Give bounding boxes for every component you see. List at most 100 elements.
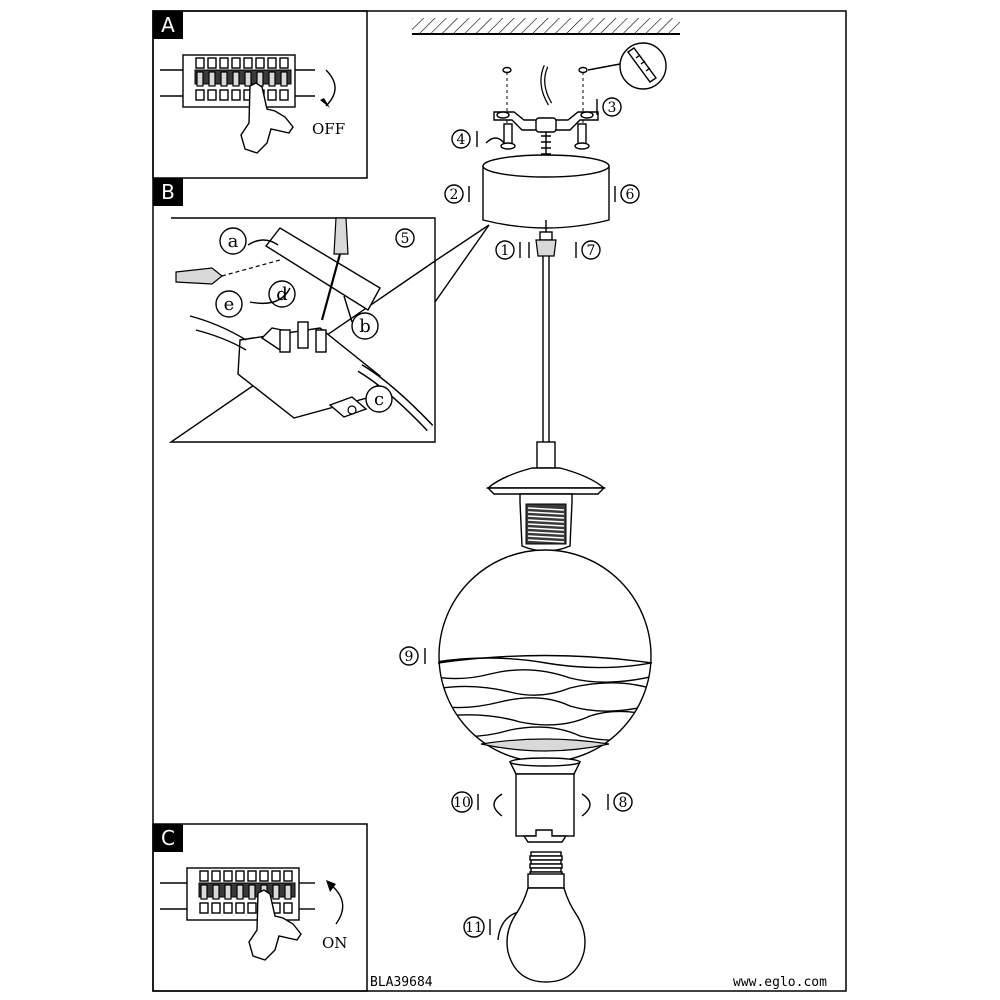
thread-line bbox=[527, 515, 565, 519]
step-3: 3 bbox=[596, 97, 622, 117]
step-markers: 1 2 3 4 6 7 8 bbox=[399, 97, 640, 941]
step-10: 10 bbox=[451, 791, 503, 817]
terminal-cover-icon bbox=[264, 227, 381, 311]
breaker-module bbox=[208, 71, 216, 87]
website-link[interactable]: www.eglo.com bbox=[733, 975, 827, 990]
drill-hole-icon bbox=[578, 66, 588, 74]
breaker-module bbox=[280, 71, 288, 87]
breaker-module bbox=[271, 870, 281, 882]
breaker-module bbox=[223, 902, 233, 914]
breaker-module bbox=[223, 870, 233, 882]
mounting-bracket-icon bbox=[493, 111, 599, 160]
step-6: 6 bbox=[614, 184, 640, 204]
thread-line bbox=[527, 511, 565, 515]
label-b: b bbox=[359, 316, 371, 337]
thread-line bbox=[527, 539, 565, 543]
breaker-module bbox=[272, 884, 280, 900]
thread-line bbox=[527, 535, 565, 539]
breaker-module bbox=[220, 71, 228, 87]
breaker-box-off bbox=[160, 54, 315, 108]
svg-text:10: 10 bbox=[453, 795, 471, 811]
suspension-cable bbox=[542, 256, 550, 442]
step-1: 1 bbox=[495, 240, 530, 260]
fixing-screw-icon bbox=[500, 123, 590, 150]
breaker-module bbox=[200, 884, 208, 900]
svg-text:1: 1 bbox=[501, 243, 510, 259]
page-frame bbox=[152, 10, 847, 992]
svg-text:11: 11 bbox=[465, 920, 483, 936]
svg-text:8: 8 bbox=[619, 795, 628, 811]
breaker-module bbox=[207, 57, 217, 69]
panel-c-caption: ON bbox=[322, 934, 347, 952]
panel-c-tag: C bbox=[161, 826, 175, 850]
breaker-module bbox=[248, 884, 256, 900]
breaker-module bbox=[268, 71, 276, 87]
svg-text:6: 6 bbox=[626, 187, 635, 203]
terminal-block-icon bbox=[237, 321, 381, 419]
step-4: 4 bbox=[451, 129, 505, 149]
thread-line bbox=[527, 527, 565, 531]
step-8: 8 bbox=[581, 792, 633, 817]
panel-a-tag: A bbox=[161, 13, 175, 37]
hand-icon bbox=[248, 889, 302, 961]
label-a: a bbox=[228, 231, 239, 252]
label-step-5: 5 bbox=[401, 231, 410, 247]
breaker-module bbox=[224, 884, 232, 900]
step-9: 9 bbox=[399, 646, 426, 666]
thread-line bbox=[527, 519, 565, 523]
breaker-module bbox=[235, 902, 245, 914]
breaker-module bbox=[283, 902, 293, 914]
breaker-module bbox=[196, 71, 204, 87]
breaker-module bbox=[232, 71, 240, 87]
breaker-module bbox=[247, 870, 257, 882]
breaker-module bbox=[279, 89, 289, 101]
shade-cap-icon bbox=[486, 441, 606, 495]
lamp-holder-icon bbox=[519, 493, 573, 552]
breaker-module bbox=[211, 902, 221, 914]
thread-line bbox=[527, 523, 565, 527]
breaker-module bbox=[199, 902, 209, 914]
breaker-module bbox=[219, 89, 229, 101]
step-7: 7 bbox=[575, 240, 601, 260]
breaker-module bbox=[279, 57, 289, 69]
screwdriver-side-icon bbox=[175, 267, 223, 285]
breaker-module bbox=[236, 884, 244, 900]
breaker-module bbox=[231, 89, 241, 101]
rotate-on-arrow-icon bbox=[329, 883, 344, 925]
panel-c: C ON bbox=[152, 823, 368, 992]
canopy-icon bbox=[482, 154, 610, 232]
screwdriver-icon bbox=[320, 217, 349, 321]
breaker-module bbox=[267, 89, 277, 101]
panel-a: A OFF bbox=[152, 10, 368, 179]
breaker-module bbox=[255, 57, 265, 69]
svg-text:2: 2 bbox=[450, 187, 459, 203]
cord-grip-icon bbox=[535, 231, 557, 257]
step-2: 2 bbox=[444, 184, 470, 204]
panel-a-caption: OFF bbox=[312, 120, 345, 138]
breaker-module bbox=[243, 57, 253, 69]
breaker-module bbox=[195, 57, 205, 69]
breaker-module bbox=[212, 884, 220, 900]
svg-text:4: 4 bbox=[457, 132, 466, 148]
breaker-module bbox=[195, 89, 205, 101]
hand-icon bbox=[240, 82, 294, 154]
light-bulb-icon bbox=[506, 851, 586, 983]
breaker-module bbox=[211, 870, 221, 882]
breaker-module bbox=[267, 57, 277, 69]
thread-line bbox=[527, 531, 565, 535]
breaker-module bbox=[219, 57, 229, 69]
breaker-module bbox=[283, 870, 293, 882]
breaker-module bbox=[284, 884, 292, 900]
breaker-module bbox=[244, 71, 252, 87]
label-d: d bbox=[276, 284, 288, 305]
glass-globe-icon bbox=[437, 549, 653, 763]
detail-labels: a b c d e 5 bbox=[215, 227, 415, 413]
breaker-module bbox=[235, 870, 245, 882]
drill-hole-icon bbox=[502, 66, 512, 74]
svg-text:7: 7 bbox=[587, 243, 596, 259]
breaker-box-on bbox=[160, 867, 315, 921]
panel-b: B a b bbox=[153, 178, 490, 443]
breaker-module bbox=[247, 902, 257, 914]
thread-line bbox=[527, 507, 565, 511]
